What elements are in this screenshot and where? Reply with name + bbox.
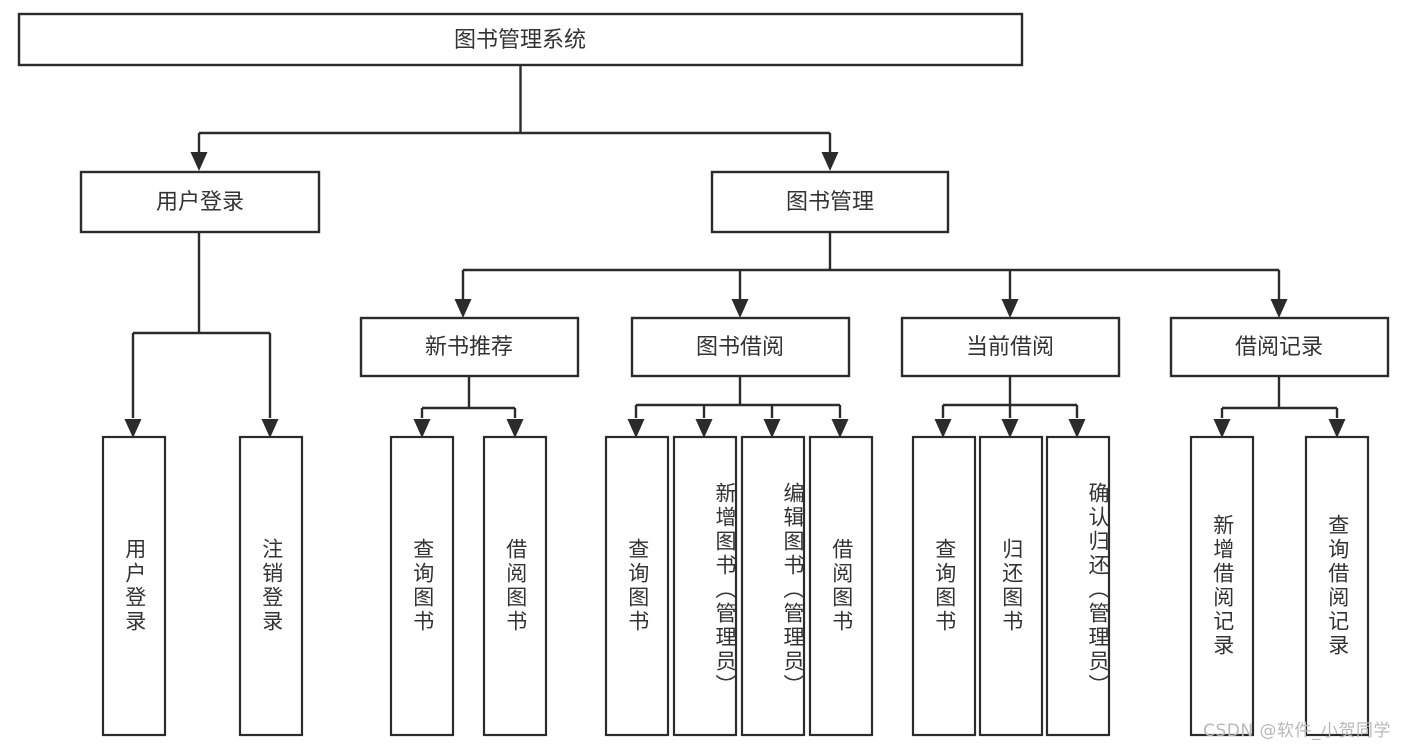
arrow-icon-leaf-user-logout	[261, 419, 279, 438]
leaf-box-query-book-2[interactable]	[604, 435, 670, 737]
node-book-manage[interactable]: 图书管理	[710, 170, 950, 234]
leaf-box-add-book[interactable]	[672, 435, 738, 737]
arrow-icon-book-manage	[821, 152, 839, 171]
leaf-box-add-record[interactable]	[1189, 435, 1255, 737]
arrow-icon-leaf-add-book	[695, 419, 713, 438]
arrow-icon-leaf-return-book	[1001, 419, 1019, 438]
arrow-icon-leaf-add-record	[1213, 419, 1231, 438]
node-book-manage-label: 图书管理	[786, 190, 874, 215]
arrow-icon-user-login	[190, 152, 208, 171]
node-user-login[interactable]: 用户登录	[79, 170, 321, 234]
arrow-icon-leaf-query-book-1	[413, 419, 431, 438]
leaf-box-borrow-book-2[interactable]	[808, 435, 874, 737]
arrow-icon-borrow-record	[1270, 299, 1288, 318]
node-new-book-rec[interactable]: 新书推荐	[359, 316, 580, 378]
leaf-box-query-book-3[interactable]	[911, 435, 977, 737]
node-borrow-record-box[interactable]	[1169, 316, 1390, 378]
arrow-icon-current-borrow	[1001, 299, 1019, 318]
node-book-borrow-label: 图书借阅	[696, 335, 784, 360]
node-book-borrow[interactable]: 图书借阅	[630, 316, 851, 378]
leaf-box-return-book[interactable]	[978, 435, 1044, 737]
node-root-label: 图书管理系统	[454, 28, 586, 53]
edges-layer	[131, 65, 1339, 418]
arrow-icon-book-borrow	[731, 299, 749, 318]
arrow-icon-leaf-query-record	[1328, 419, 1346, 438]
csdn-watermark: CSDN @软件_小贺同学	[1203, 721, 1391, 741]
arrow-icon-leaf-user-login	[124, 419, 142, 438]
node-new-book-rec-label: 新书推荐	[425, 335, 513, 360]
leaf-box-confirm-return[interactable]	[1045, 435, 1111, 737]
node-root-box[interactable]	[17, 12, 1024, 67]
node-root[interactable]: 图书管理系统	[17, 12, 1024, 67]
node-user-login-box[interactable]	[79, 170, 321, 234]
node-current-borrow-label: 当前借阅	[966, 335, 1054, 360]
node-book-manage-box[interactable]	[710, 170, 950, 234]
arrow-icon-leaf-query-book-2	[627, 419, 645, 438]
arrow-icon-leaf-confirm-return	[1068, 419, 1086, 438]
node-borrow-record-label: 借阅记录	[1235, 335, 1323, 360]
arrow-icon-leaf-borrow-book-2	[831, 419, 849, 438]
leaf-box-query-book-1[interactable]	[389, 435, 455, 737]
leaf-box-query-record[interactable]	[1304, 435, 1370, 737]
leaf-box-borrow-book-1[interactable]	[482, 435, 548, 737]
node-borrow-record[interactable]: 借阅记录	[1169, 316, 1390, 378]
leaf-box-user-login[interactable]	[101, 435, 167, 737]
arrow-icon-leaf-query-book-3	[934, 419, 952, 438]
leaf-box-edit-book[interactable]	[740, 435, 806, 737]
node-user-login-label: 用户登录	[156, 190, 244, 215]
arrow-icon-leaf-edit-book	[763, 419, 781, 438]
node-current-borrow[interactable]: 当前借阅	[900, 316, 1121, 378]
arrow-icon-leaf-borrow-book-1	[506, 419, 524, 438]
leaf-box-user-logout[interactable]	[238, 435, 304, 737]
node-new-book-rec-box[interactable]	[359, 316, 580, 378]
node-current-borrow-box[interactable]	[900, 316, 1121, 378]
node-book-borrow-box[interactable]	[630, 316, 851, 378]
leaf-boxes-layer	[101, 435, 1370, 737]
arrow-icon-new-book-rec	[454, 299, 472, 318]
